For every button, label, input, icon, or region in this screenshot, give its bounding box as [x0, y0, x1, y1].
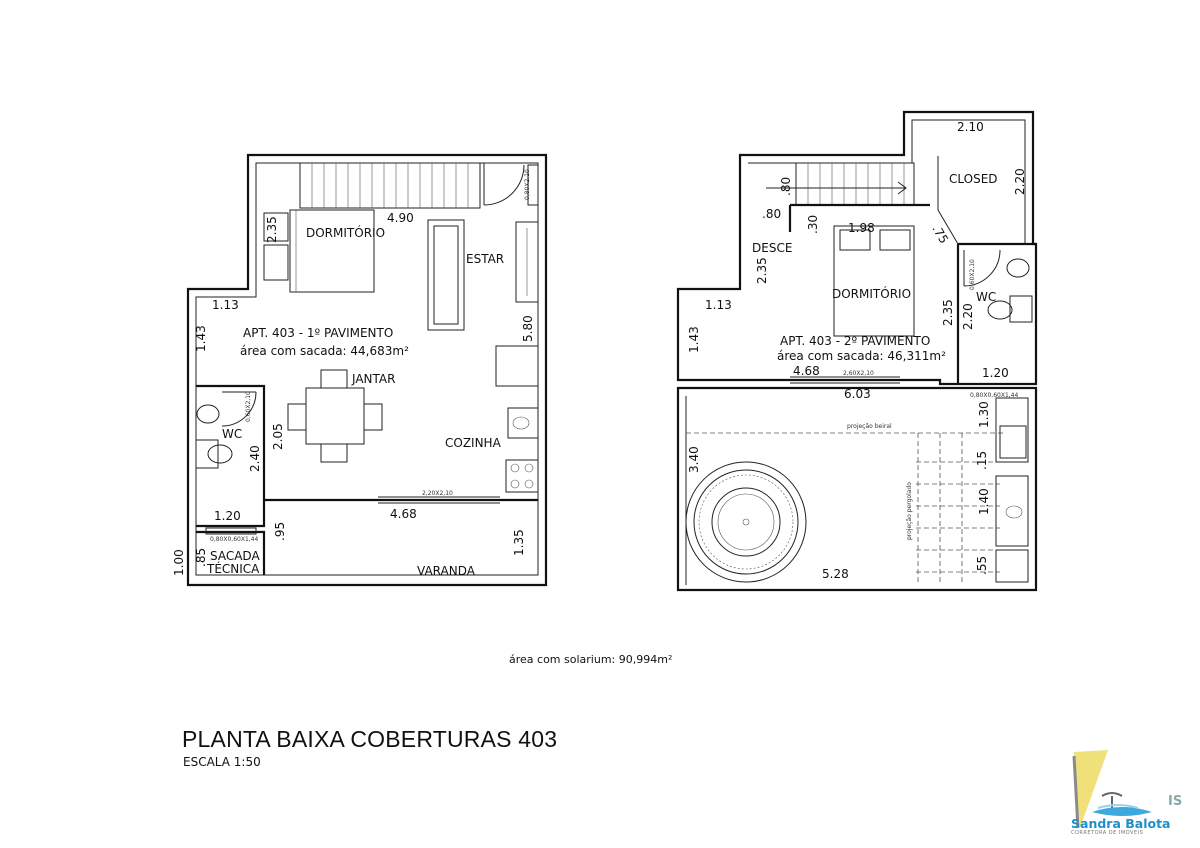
opening-window-sacada: 0,80X0,60X1,44 — [210, 536, 258, 543]
plan2-caption-title: APT. 403 - 2º PAVIMENTO — [780, 334, 930, 348]
bed-2 — [833, 225, 915, 337]
opening-door-top: 0,80X2,10 — [524, 169, 531, 200]
drawing-title: PLANTA BAIXA COBERTURAS 403 — [182, 726, 558, 752]
plan1-caption-area: área com sacada: 44,683m² — [240, 344, 409, 358]
opening-slider-1: 2,20X2,10 — [422, 490, 453, 497]
staircase — [299, 162, 481, 209]
dim2-198: 1.98 — [848, 221, 875, 235]
sofa — [427, 219, 465, 331]
dim-113: 1.13 — [212, 298, 239, 312]
logo-mark — [1072, 750, 1152, 829]
room-dormitorio-2: DORMITÓRIO — [832, 286, 911, 301]
room-wc-1: WC — [222, 427, 242, 441]
logo-subtitle: CORRETORA DE IMÓVEIS — [1071, 830, 1144, 836]
plan-1-floor: DORMITÓRIO ESTAR JANTAR COZINHA WC SACAD… — [172, 153, 548, 587]
dim2-220: 2.20 — [1013, 168, 1027, 195]
opening2-slider: 2,60X2,10 — [843, 370, 874, 377]
dim2-528: 5.28 — [822, 567, 849, 581]
dim2-30: .30 — [806, 215, 820, 234]
plan2-caption-area: área com sacada: 46,311m² — [777, 349, 946, 363]
dim2-235b: 2.35 — [941, 299, 955, 326]
room-desce: DESCE — [752, 241, 792, 255]
note-beiral: projeção beiral — [847, 423, 892, 430]
logo-name: Sandra Balota — [1071, 816, 1171, 831]
room-wc-2: WC — [976, 290, 996, 304]
dim-240: 2.40 — [248, 445, 262, 472]
dim2-235a: 2.35 — [755, 257, 769, 284]
dim2-603: 6.03 — [844, 387, 871, 401]
dim-95: .95 — [273, 522, 287, 541]
dining-table — [287, 369, 383, 463]
opening-door-wc: 0,60X2,10 — [245, 391, 252, 422]
dim2-340: 3.40 — [687, 446, 701, 473]
dim-135: 1.35 — [512, 529, 526, 556]
room-closed: CLOSED — [949, 172, 998, 186]
dim-143: 1.43 — [194, 325, 208, 352]
dim2-55: .55 — [975, 556, 989, 575]
dim2-220b: 2.20 — [961, 303, 975, 330]
dim-205: 2.05 — [271, 423, 285, 450]
dim-120: 1.20 — [214, 509, 241, 523]
room-cozinha: COZINHA — [445, 436, 502, 450]
room-jantar: JANTAR — [351, 372, 395, 386]
room-sacada: SACADA — [210, 549, 260, 563]
dim-468: 4.68 — [390, 507, 417, 521]
room-varanda: VARANDA — [417, 564, 476, 578]
dim2-468: 4.68 — [793, 364, 820, 378]
dim2-15: .15 — [975, 451, 989, 470]
dim2-130: 1.30 — [977, 401, 991, 428]
dim2-140: 1.40 — [977, 488, 991, 515]
room-estar: ESTAR — [466, 252, 504, 266]
bed — [263, 209, 375, 293]
dim2-113: 1.13 — [705, 298, 732, 312]
dim2-80b: .80 — [762, 207, 781, 221]
wc-block — [195, 384, 266, 528]
dim-100: 1.00 — [172, 549, 186, 576]
dim-490: 4.90 — [387, 211, 414, 225]
hot-tub — [685, 461, 807, 583]
dim2-143: 1.43 — [687, 326, 701, 353]
logo-side-text: IS — [1168, 794, 1183, 809]
dim-580: 5.80 — [521, 315, 535, 342]
opening2-window-wc: 0,80X0,60X1,44 — [970, 392, 1018, 399]
wc-block-2 — [956, 242, 1036, 384]
note-pergolado: projeção pergolado — [906, 482, 913, 540]
opening2-door-wc: 0,60X2,10 — [969, 259, 976, 290]
drawing-scale: ESCALA 1:50 — [183, 755, 261, 769]
total-area-note: área com solarium: 90,994m² — [509, 653, 673, 666]
room-dormitorio-1: DORMITÓRIO — [306, 225, 385, 240]
room-tecnica: TÉCNICA — [206, 561, 260, 576]
dim-85: .85 — [194, 548, 208, 567]
dim2-120: 1.20 — [982, 366, 1009, 380]
dim2-80a: .80 — [779, 177, 793, 196]
plan1-caption-title: APT. 403 - 1º PAVIMENTO — [243, 326, 393, 340]
plan-2-floor: CLOSED DESCE DORMITÓRIO WC APT. 403 - 2º… — [676, 110, 1038, 592]
pergola-projection — [686, 432, 1005, 585]
dim2-210: 2.10 — [957, 120, 984, 134]
dim-235: 2.35 — [265, 216, 279, 243]
